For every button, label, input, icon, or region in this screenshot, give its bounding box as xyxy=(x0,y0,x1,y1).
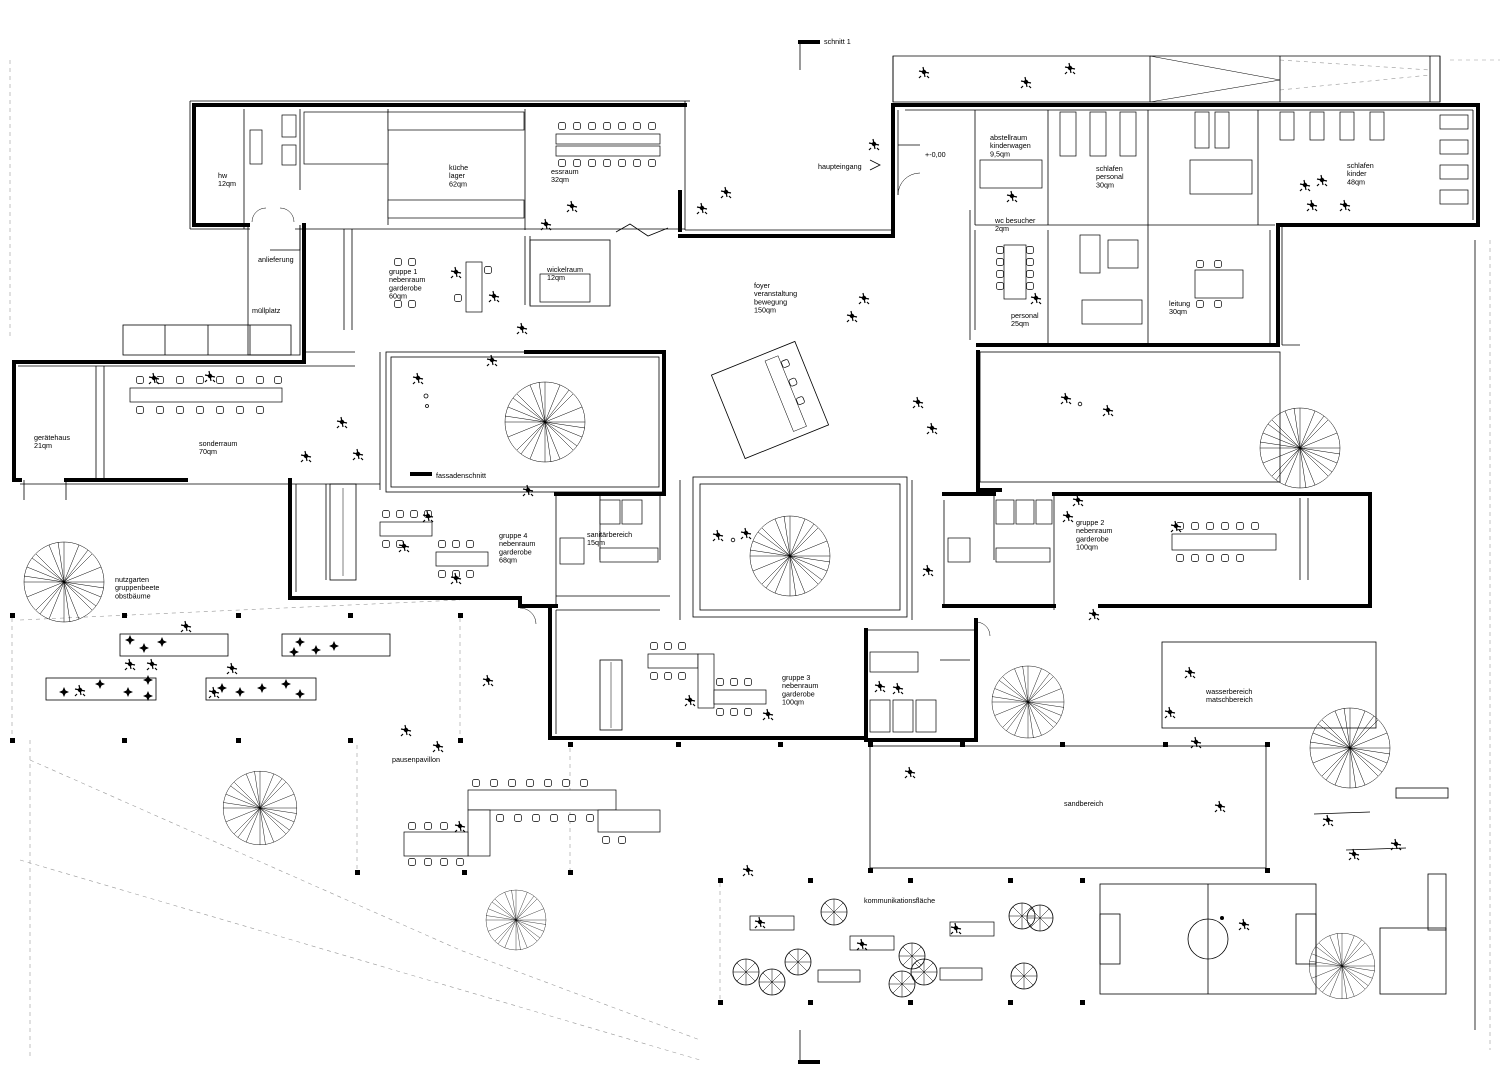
section-marker-label: schnitt 1 xyxy=(824,37,851,46)
group4-block xyxy=(288,478,666,625)
staff-block xyxy=(969,210,1300,347)
room-label-pausenpavillon: pausenpavillon xyxy=(392,755,440,764)
room-label-haupteingang: haupteingang xyxy=(818,162,862,171)
pavilion-posts xyxy=(10,613,1270,1005)
room-label-kommunikation: kommunikationsfläche xyxy=(864,896,935,905)
water-area xyxy=(1161,641,1377,729)
sonderraum-block xyxy=(12,351,381,500)
level-marker: +-0,00 xyxy=(925,150,946,159)
group2-block xyxy=(922,492,1372,621)
sand-area xyxy=(869,745,1267,869)
room-label-anlieferung: anlieferung xyxy=(258,255,294,264)
football-pitch xyxy=(1099,883,1317,995)
group1-block xyxy=(247,200,611,360)
pause-tables xyxy=(400,674,661,866)
entrance-block xyxy=(615,103,977,238)
facade-section-label: fassadenschnitt xyxy=(436,471,486,480)
muellplatz-box xyxy=(122,324,292,356)
courtyard-center xyxy=(679,476,913,620)
garden-beds xyxy=(45,620,391,701)
sleep-wing xyxy=(898,103,1480,227)
group3-block xyxy=(548,595,991,742)
room-label-muellplatz: müllplatz xyxy=(252,306,281,315)
courtyard-west xyxy=(385,350,666,494)
foyer-pavilion xyxy=(710,340,830,460)
communication-area xyxy=(732,864,1054,998)
courtyard-east xyxy=(976,350,1341,492)
room-label-sandbereich: sandbereich xyxy=(1064,799,1103,808)
kitchen-wing xyxy=(189,100,690,232)
